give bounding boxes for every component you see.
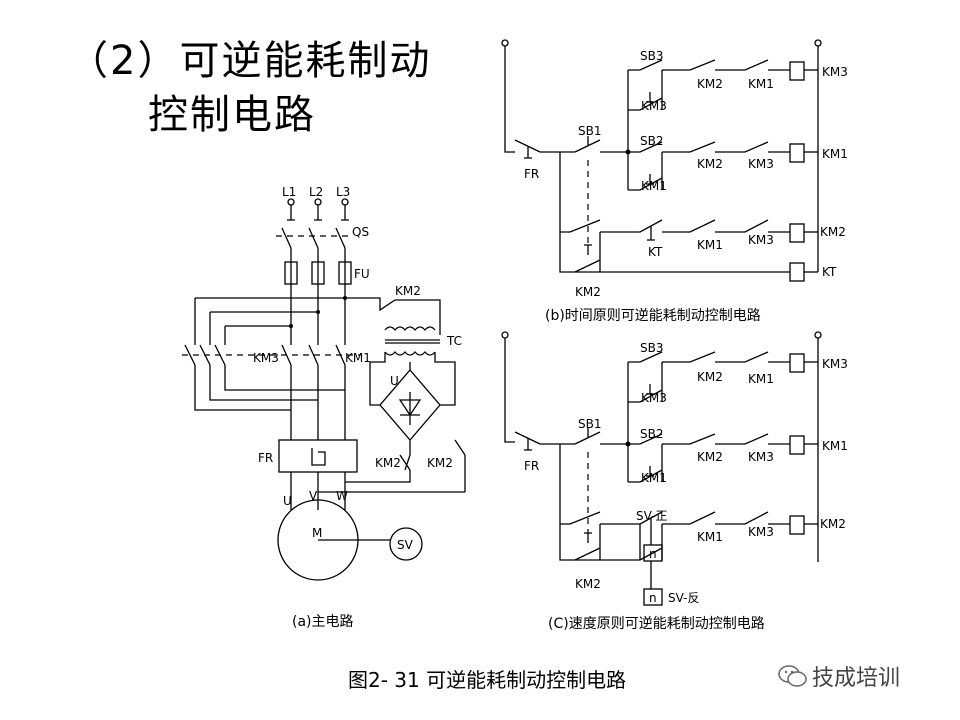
main-circuit: L1 L2 L3 QS FU KM3 KM1 KM2 TC [182,185,466,630]
label-SB2-c: SB2 [640,427,663,441]
slide-title-line1: （2）可逆能耗制动 [68,38,432,84]
label-L2: L2 [309,185,323,199]
label-TC: TC [446,334,462,348]
label-KM3-b-r2: KM3 [748,157,774,171]
speed-principle-circuit: FR SB1 SB3 KM2 KM1 KM3 KM3 SB2 KM2 KM3 K… [501,331,848,632]
figure-caption: 图2- 31 可逆能耗制动控制电路 [348,668,627,692]
label-L1: L1 [282,185,296,199]
label-KM2-coil-b: KM2 [820,225,846,239]
watermark-text: 技成培训 [812,666,901,691]
label-KM2-c-r1: KM2 [697,370,723,384]
label-KM2-b-r1: KM2 [697,77,723,91]
label-M: M [312,526,322,540]
label-n-box2: n [649,591,657,605]
caption-main-circuit: (a)主电路 [292,614,354,630]
label-SV-rev: SV-反 [668,591,699,605]
label-KM3-c-r2: KM3 [748,450,774,464]
label-SV: SV [397,538,414,552]
label-n-box1: n [649,547,657,561]
caption-speed-circuit: (C)速度原则可逆能耗制动控制电路 [548,616,765,632]
label-SB3-c: SB3 [640,341,663,355]
watermark: 技成培训 [778,660,900,694]
wechat-icon [778,664,808,694]
label-U: U [283,494,292,508]
label-FU: FU [354,267,370,281]
speed-relay-symbol [389,527,423,561]
label-FR-c: FR [524,459,539,473]
label-KM2-bottom-c: KM2 [575,577,601,591]
label-KT-coil: KT [822,265,837,279]
label-KM2-b: KM2 [427,456,453,470]
slide-title-line2: 控制电路 [148,92,316,138]
label-KM1-c-r3: KM1 [697,530,723,544]
label-L3: L3 [336,185,350,199]
label-KM3-coil-b: KM3 [822,65,848,79]
label-KM2-top: KM2 [395,284,421,298]
label-KM1-b-r1: KM1 [748,77,774,91]
label-SB1-b: SB1 [578,124,601,138]
label-KM2-a: KM2 [375,456,401,470]
caption-time-circuit: (b)时间原则可逆能耗制动控制电路 [545,308,761,324]
label-QS: QS [352,225,369,239]
label-KT-contact: KT [648,245,663,259]
label-KM3-coil-c: KM3 [822,357,848,371]
label-SB3-b: SB3 [640,49,663,63]
label-W: W [336,489,348,503]
label-SV-fwd: SV-正 [636,509,667,523]
label-KM3-c-r3: KM3 [748,525,774,539]
label-U-bridge: U [390,374,399,388]
label-KM1: KM1 [345,351,371,365]
label-KM2-coil-c: KM2 [820,517,846,531]
label-KM2-bottom-b: KM2 [575,285,601,299]
time-principle-circuit: FR SB1 SB3 KM2 KM1 KM3 KM3 SB2 KM2 KM3 K… [501,39,848,324]
label-KM3-b-r3: KM3 [748,233,774,247]
label-KM2-c-r2: KM2 [697,450,723,464]
label-FR-b: FR [524,167,539,181]
label-KM1-b-r3: KM1 [697,238,723,252]
label-KM2-b-r2: KM2 [697,157,723,171]
label-KM1-coil-c: KM1 [822,439,848,453]
label-KM3: KM3 [253,351,279,365]
label-KM3-aux-b: KM3 [641,99,667,113]
label-KM3-aux-c: KM3 [641,391,667,405]
label-KM1-aux-b: KM1 [641,179,667,193]
label-FR: FR [258,451,273,465]
label-KM1-aux-c: KM1 [641,471,667,485]
label-SB1-c: SB1 [578,417,601,431]
label-KM1-c-r1: KM1 [748,372,774,386]
label-KM1-coil-b: KM1 [822,147,848,161]
label-SB2-b: SB2 [640,134,663,148]
label-V: V [309,489,318,503]
